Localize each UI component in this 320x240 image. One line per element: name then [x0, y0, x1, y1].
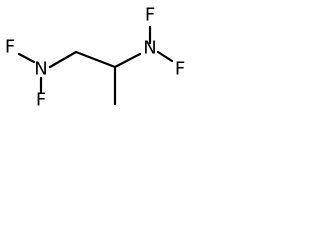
- atom-fluorine-top-left: F: [5, 37, 15, 58]
- chemical-structure: F N F F N F: [5, 5, 185, 111]
- atom-fluorine-right: F: [175, 59, 185, 80]
- atom-fluorine-top-right: F: [145, 5, 155, 26]
- atom-fluorine-bottom-left: F: [36, 90, 46, 111]
- bond-n-ch2: [48, 50, 78, 69]
- atom-nitrogen-right: N: [143, 38, 156, 59]
- bond-f-n-left-top: [17, 52, 36, 64]
- bond-ch-n-right: [113, 52, 142, 69]
- atom-nitrogen-left: N: [34, 59, 47, 80]
- bond-n-f-right: [156, 50, 174, 63]
- bond-ch2-ch: [74, 50, 117, 69]
